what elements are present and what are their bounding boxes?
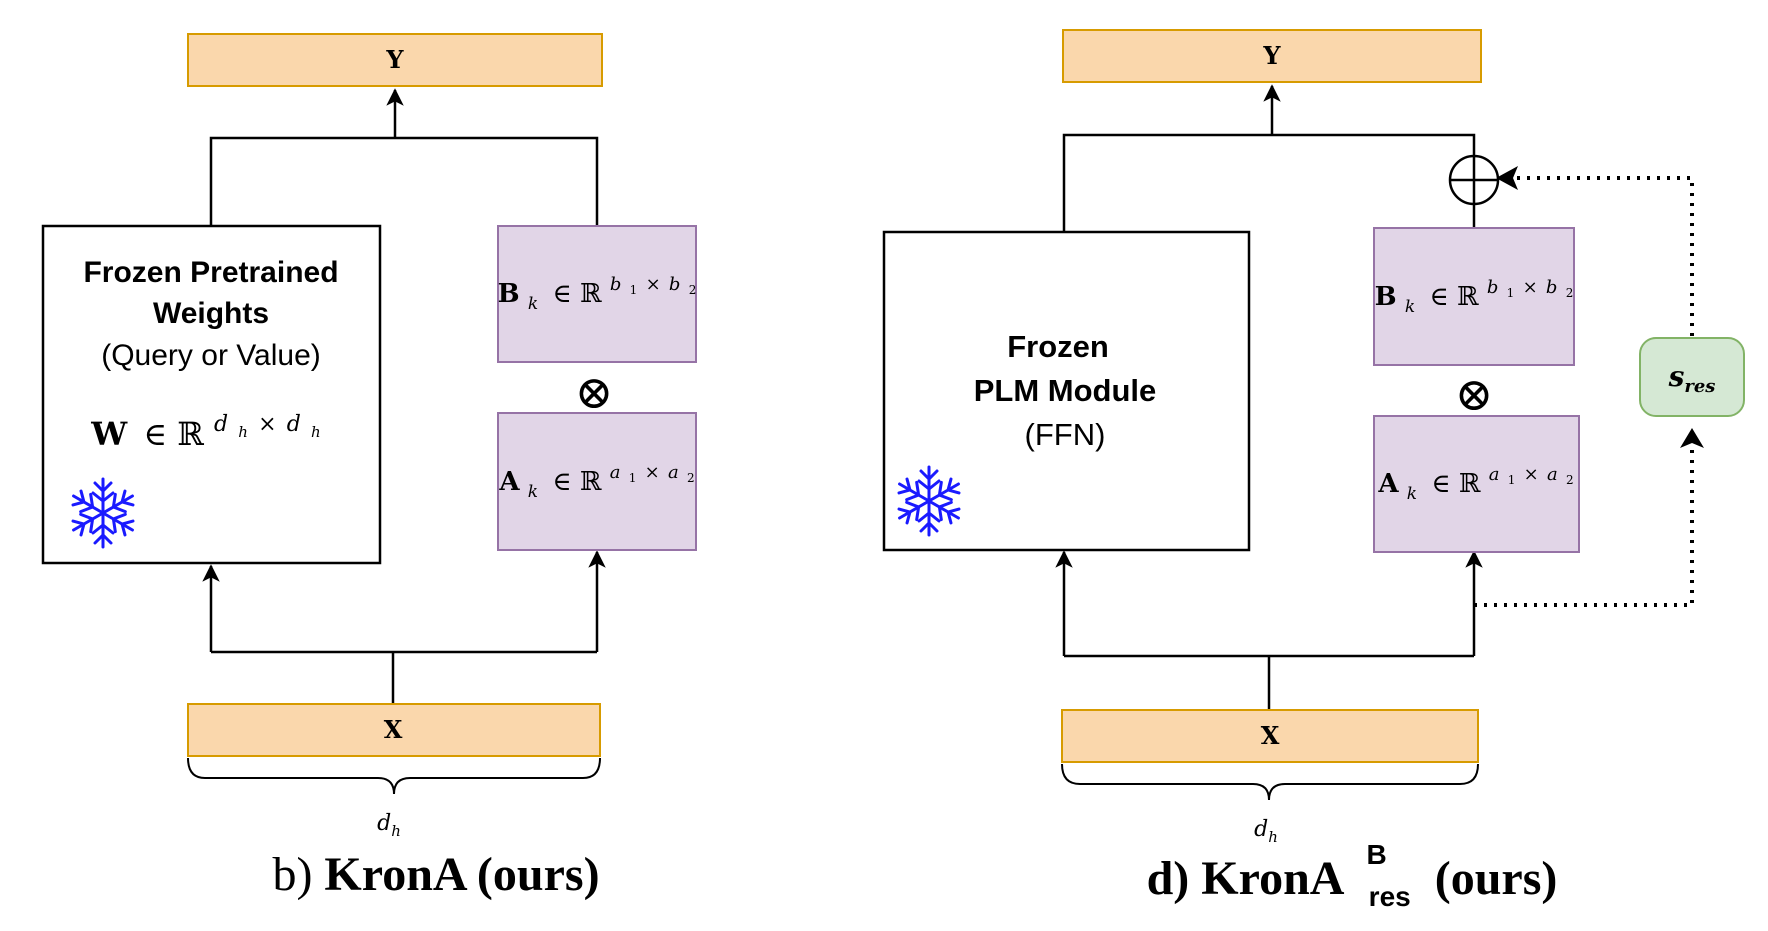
caption-b-name: KronA (ours) (324, 848, 599, 901)
a-matrix-e1: a (610, 462, 621, 483)
a-matrix-e1: a (1489, 464, 1500, 485)
diagram-d: Y Frozen PLM Module (FFN) B k ∈ ℝ b 1 × … (882, 29, 1745, 917)
dimension-label-sub: h (391, 822, 401, 840)
weight-exp-sub: h (238, 423, 248, 441)
kron-product-icon: ⊗ (1455, 367, 1494, 421)
b-matrix-e1: b (1487, 277, 1499, 298)
diagram-b: Y Frozen Pretrained Weights (Query or Va… (41, 33, 697, 901)
dimension-label: dh (377, 811, 401, 840)
a-matrix-sub: k (1407, 484, 1417, 504)
a-matrix-e1s: 1 (1508, 473, 1516, 487)
b-matrix-e2s: 2 (689, 283, 697, 297)
output-y-label: Y (385, 45, 404, 74)
frozen-weights-box (41, 224, 382, 565)
residual-path (1474, 176, 1694, 607)
b-matrix-formula: B k ∈ ℝ b 1 × b 2 (1375, 270, 1574, 319)
b-matrix-sub: k (528, 294, 538, 314)
b-matrix-symbol: B (1375, 282, 1397, 312)
a-matrix-symbol: A (498, 467, 520, 497)
input-x-box (1061, 709, 1479, 763)
input-x-box (187, 703, 601, 757)
output-y-box (1062, 29, 1482, 83)
residual-arrow-left-icon (1496, 166, 1518, 190)
caption-b-prefix: b) (272, 848, 312, 901)
dimension-label-sub: h (1268, 828, 1278, 846)
b-matrix-formula: B k ∈ ℝ b 1 × b 2 (498, 267, 697, 316)
a-matrix-e2s: 2 (1566, 473, 1574, 487)
a-matrix-box (497, 412, 697, 551)
scale-factor-box (1639, 337, 1745, 417)
dimension-brace (187, 757, 601, 795)
input-x-label: X (1261, 721, 1280, 750)
dimension-label: dh (1254, 817, 1278, 846)
a-matrix-formula: A k ∈ ℝ a 1 × a 2 (1377, 457, 1573, 506)
caption-d: d) KronA B res (ours) (1147, 822, 1558, 917)
b-matrix-symbol: B (498, 279, 520, 309)
b-matrix-e1: b (610, 274, 622, 295)
a-matrix-box (1373, 415, 1580, 553)
add-circle-icon (1448, 154, 1500, 206)
scale-factor-symbol: s (1668, 360, 1685, 393)
b-matrix-e1s: 1 (1507, 286, 1515, 300)
weight-formula: W ∈ ℝ d h × d h (90, 401, 320, 453)
weight-exp2: d (287, 412, 301, 437)
b-matrix-box (1373, 227, 1575, 366)
kron-product-icon: ⊗ (575, 365, 614, 419)
a-matrix-formula: A k ∈ ℝ a 1 × a 2 (498, 455, 694, 504)
b-matrix-e1s: 1 (630, 283, 638, 297)
caption-b: b) KronA (ours) (272, 848, 599, 901)
b-matrix-e2: b (669, 274, 681, 295)
b-matrix-e2: b (1546, 277, 1558, 298)
a-matrix-in: ∈ ℝ (1431, 469, 1481, 499)
weight-in: ∈ ℝ (143, 415, 204, 453)
weight-symbol: W (90, 415, 128, 453)
frozen-weights-title-2: Weights (153, 297, 269, 330)
output-y-label: Y (1262, 41, 1281, 70)
a-matrix-symbol: A (1377, 469, 1399, 499)
residual-arrow-up-icon (1680, 428, 1704, 448)
output-y-box (187, 33, 603, 87)
scale-factor-label: sres (1668, 360, 1716, 397)
b-matrix-x: × (646, 274, 661, 295)
frozen-weights-subtitle: (Query or Value) (101, 339, 321, 372)
caption-d-prefix: d) (1147, 852, 1190, 905)
frozen-plm-subtitle: (FFN) (1025, 417, 1106, 452)
scale-factor-sub: res (1684, 376, 1715, 397)
a-matrix-in: ∈ ℝ (552, 467, 602, 497)
weight-exp2-sub: h (311, 423, 321, 441)
a-matrix-sub: k (528, 482, 538, 502)
dimension-brace (1061, 763, 1479, 801)
b-matrix-box (497, 225, 697, 363)
caption-d-suffix: (ours) (1435, 852, 1558, 905)
caption-d-name: KronA (1201, 852, 1344, 905)
b-matrix-sub: k (1405, 297, 1415, 317)
a-matrix-e2: a (1547, 464, 1558, 485)
frozen-plm-title-2: PLM Module (974, 373, 1157, 408)
diagram-b-connectors (202, 88, 606, 704)
dimension-label-main: d (377, 811, 391, 836)
input-x-label: X (384, 715, 403, 744)
a-matrix-e2s: 2 (687, 471, 695, 485)
a-matrix-x: × (645, 462, 660, 483)
b-matrix-x: × (1523, 277, 1538, 298)
b-matrix-in: ∈ ℝ (1429, 282, 1479, 312)
weight-exp: d (214, 412, 228, 437)
frozen-plm-title-1: Frozen (1007, 329, 1109, 364)
caption-d-sup: B (1366, 839, 1386, 870)
a-matrix-e2: a (668, 462, 679, 483)
a-matrix-x: × (1524, 464, 1539, 485)
dimension-label-main: d (1254, 817, 1268, 842)
a-matrix-e1s: 1 (629, 471, 637, 485)
b-matrix-e2s: 2 (1566, 286, 1574, 300)
b-matrix-in: ∈ ℝ (552, 279, 602, 309)
frozen-weights-title-1: Frozen Pretrained (83, 256, 338, 289)
weight-exp-times: × (258, 412, 276, 437)
caption-d-sub: res (1369, 881, 1411, 912)
